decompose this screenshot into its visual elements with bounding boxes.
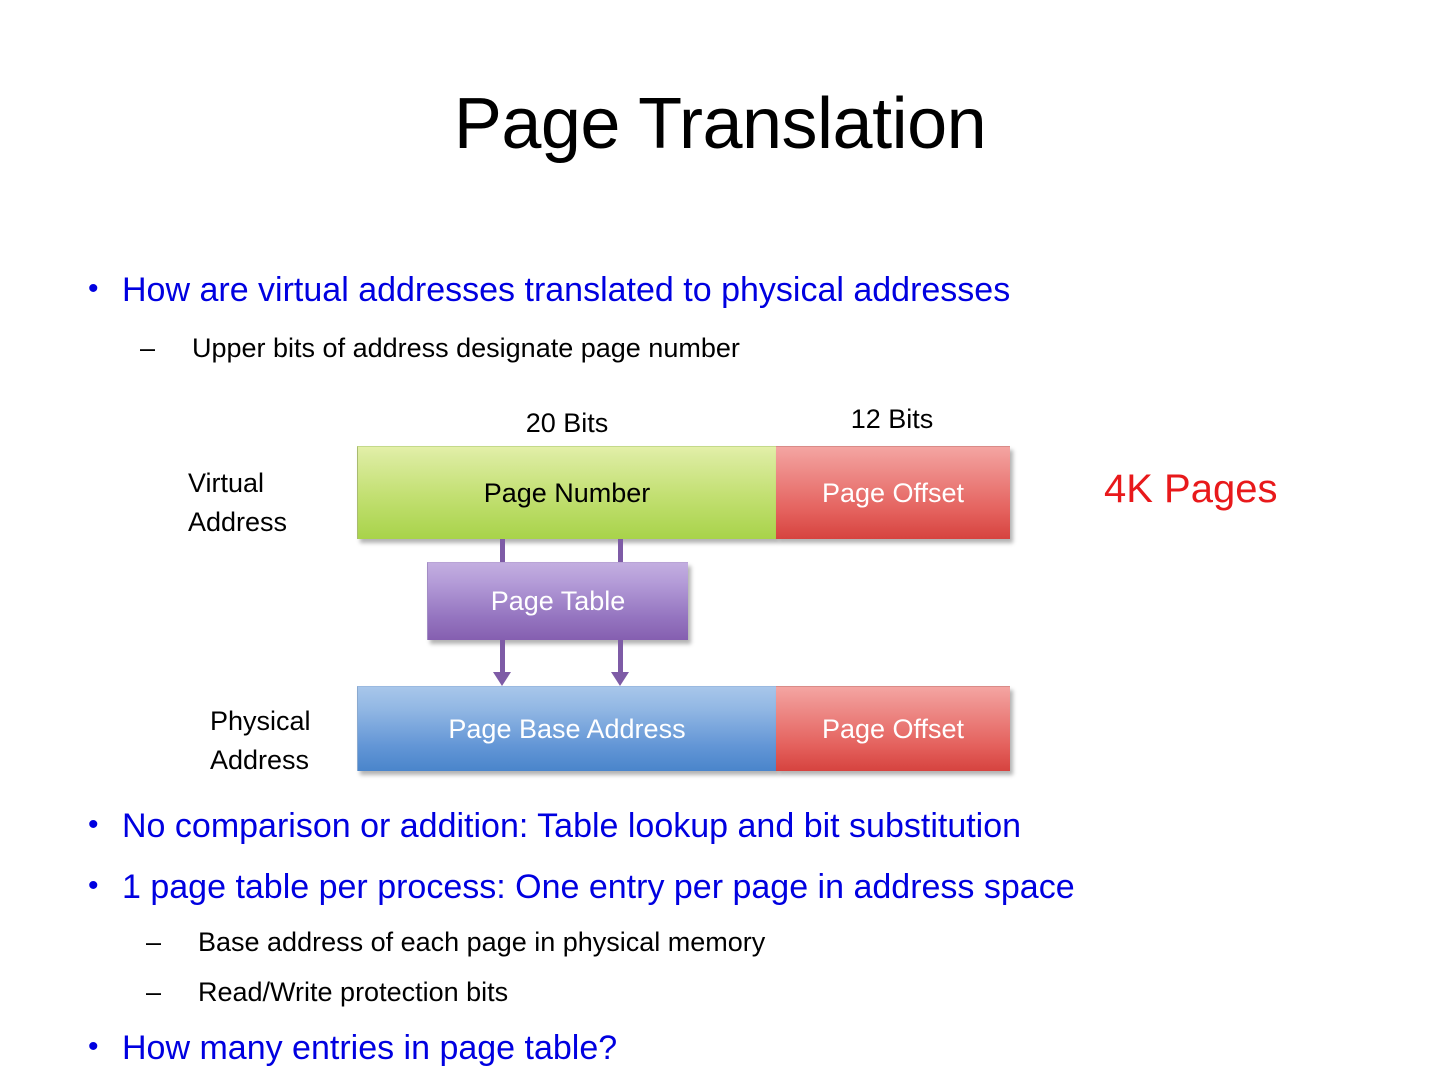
label-virtual-address-line1: Virtual [188, 468, 265, 498]
bullet-marker-dash: – [146, 977, 162, 1007]
sub-bullet-text: Read/Write protection bits [198, 977, 509, 1007]
label-virtual-address: Virtual Address [188, 464, 287, 542]
label-page-offset-bits: 12 Bits [850, 404, 934, 434]
sub-bullet-upper-bits-designate-page-number: – Upper bits of address designate page n… [140, 333, 740, 364]
arrowhead-down-right-icon [611, 672, 629, 686]
label-virtual-address-line2: Address [188, 507, 288, 538]
bullet-text: How many entries in page table? [122, 1029, 618, 1067]
sub-bullet-text: Base address of each page in physical me… [198, 927, 766, 957]
label-physical-address: Physical Address [210, 702, 311, 780]
connector-line-pt-left [500, 640, 505, 678]
field-physical-page-offset: Page Offset [776, 686, 1010, 771]
arrowhead-down-left-icon [493, 672, 511, 686]
connector-line-pt-right [618, 640, 623, 678]
bullet-marker-dot: • [88, 808, 99, 841]
page-title: Page Translation [453, 84, 987, 164]
field-physical-page-base-address: Page Base Address [357, 686, 776, 771]
bullet-text: No comparison or addition: Table lookup … [122, 807, 1022, 845]
bullet-marker-dash: – [140, 333, 156, 363]
bullet-text: 1 page table per process: One entry per … [122, 868, 1075, 906]
label-page-number-bits: 20 Bits [525, 408, 609, 438]
annotation-4k-pages: 4K Pages [1104, 467, 1278, 511]
bullet-marker-dot: • [88, 272, 99, 305]
bullet-how-are-virtual-addresses-translated: • How are virtual addresses translated t… [78, 271, 1011, 309]
bullet-marker-dash: – [146, 927, 162, 957]
bullet-one-page-table-per-process: • 1 page table per process: One entry pe… [78, 868, 1075, 906]
connector-line-vpn-right [618, 539, 623, 562]
sub-bullet-base-address-of-each-page: – Base address of each page in physical … [146, 927, 766, 958]
label-physical-address-line1: Physical [210, 706, 311, 736]
bullet-marker-dot: • [88, 1030, 99, 1063]
field-virtual-page-offset: Page Offset [776, 446, 1010, 539]
bullet-no-comparison-or-addition: • No comparison or addition: Table looku… [78, 807, 1022, 845]
label-physical-address-line2: Address [210, 745, 310, 776]
box-page-table: Page Table [427, 562, 688, 640]
bullet-how-many-entries-in-page-table: • How many entries in page table? [78, 1029, 618, 1067]
sub-bullet-text: Upper bits of address designate page num… [192, 333, 740, 363]
field-virtual-page-number: Page Number [357, 446, 776, 539]
bullet-text: How are virtual addresses translated to … [122, 271, 1011, 309]
connector-line-vpn-left [500, 539, 505, 562]
bullet-marker-dot: • [88, 869, 99, 902]
sub-bullet-read-write-protection-bits: – Read/Write protection bits [146, 977, 509, 1008]
